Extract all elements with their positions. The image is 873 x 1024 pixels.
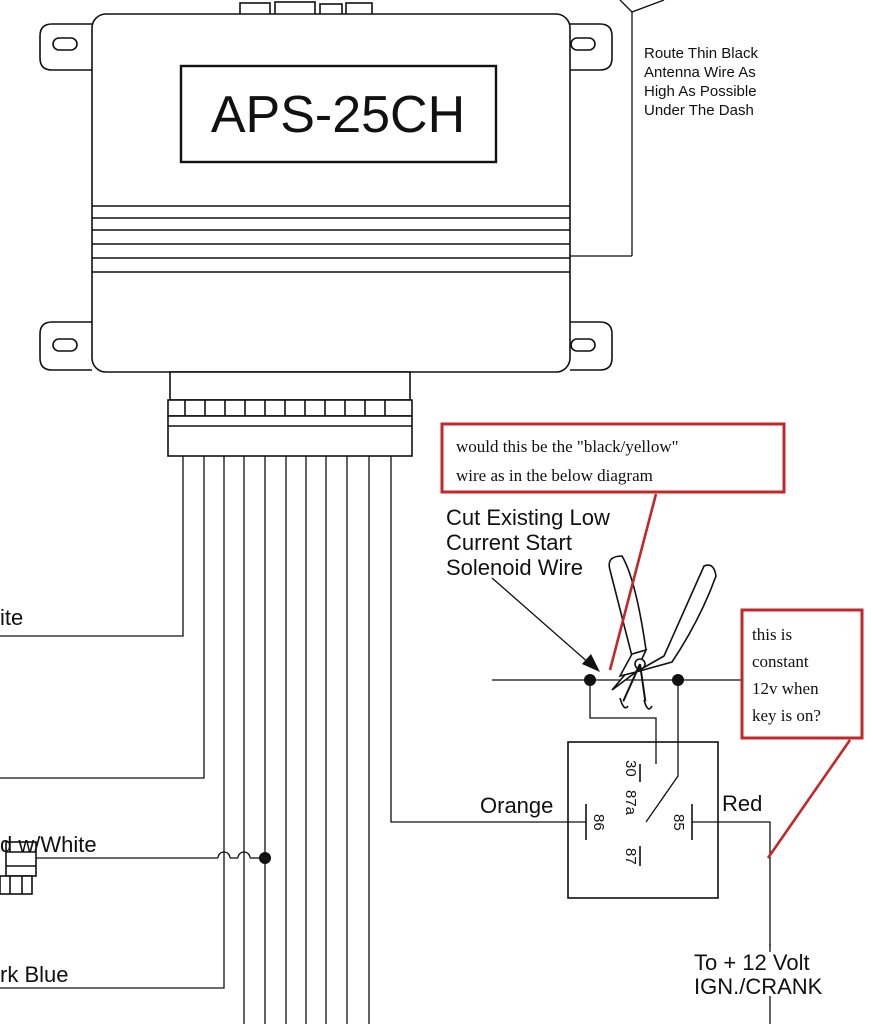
mounting-ear-top-right (570, 23, 613, 71)
wire-label-white: ite (0, 605, 23, 630)
wire-label-orange: Orange (480, 793, 553, 818)
antenna-wire (570, 0, 665, 257)
wire-label-dark-blue: rk Blue (0, 962, 68, 987)
junction-dot (672, 674, 684, 686)
relay-pin-87: 87 (622, 848, 639, 865)
junction-dot (259, 852, 271, 864)
antenna-note: Route Thin Black Antenna Wire As High As… (644, 45, 758, 119)
ign-crank-label: To + 12 Volt IGN./CRANK (690, 944, 850, 999)
wire-cutter-icon (608, 555, 717, 710)
svg-text:12v when: 12v when (752, 679, 819, 698)
svg-text:key is on?: key is on? (752, 706, 821, 725)
red-white-wire (30, 851, 265, 859)
relay-pin-85: 85 (670, 814, 687, 831)
harness-wires (0, 456, 586, 1024)
svg-text:Under The Dash: Under The Dash (644, 102, 754, 119)
svg-text:Current Start: Current Start (446, 530, 572, 555)
svg-text:would this be the "black/yello: would this be the "black/yellow" (456, 437, 679, 456)
mounting-ear-top-left (39, 23, 92, 71)
wire-label-red: Red (722, 791, 762, 816)
mounting-ear-bottom-left (39, 321, 92, 371)
module-label-box (179, 64, 498, 164)
svg-text:To + 12 Volt: To + 12 Volt (694, 950, 810, 975)
plug-connector-icon (0, 841, 37, 895)
question-annotation: would this be the "black/yellow" wire as… (440, 422, 786, 671)
junction-dot (584, 674, 596, 686)
wire-label-red-white: d w/White (0, 832, 97, 857)
svg-text:constant: constant (752, 652, 809, 671)
cut-wire-note: Cut Existing Low Current Start Solenoid … (446, 505, 610, 580)
constant-12v-annotation: this is constant 12v when key is on? (740, 608, 864, 859)
svg-text:Cut Existing Low: Cut Existing Low (446, 505, 610, 530)
mounting-ear-bottom-right (570, 321, 613, 371)
remote-start-module (39, 1, 613, 373)
svg-text:High As Possible: High As Possible (644, 83, 757, 100)
svg-text:this is: this is (752, 625, 792, 644)
relay-pin-87a: 87a (622, 790, 639, 816)
pointer-arrow (491, 577, 600, 672)
svg-text:Solenoid Wire: Solenoid Wire (446, 555, 583, 580)
svg-text:Route Thin Black: Route Thin Black (644, 45, 758, 62)
relay-pin-86: 86 (590, 814, 607, 831)
svg-text:wire as in the below diagram: wire as in the below diagram (456, 466, 653, 485)
harness-connector (167, 371, 413, 457)
module-label: APS-25CH (211, 86, 465, 144)
svg-text:IGN./CRANK: IGN./CRANK (694, 974, 823, 999)
svg-text:Antenna Wire As: Antenna Wire As (644, 64, 756, 81)
relay-pin-30: 30 (622, 760, 639, 777)
